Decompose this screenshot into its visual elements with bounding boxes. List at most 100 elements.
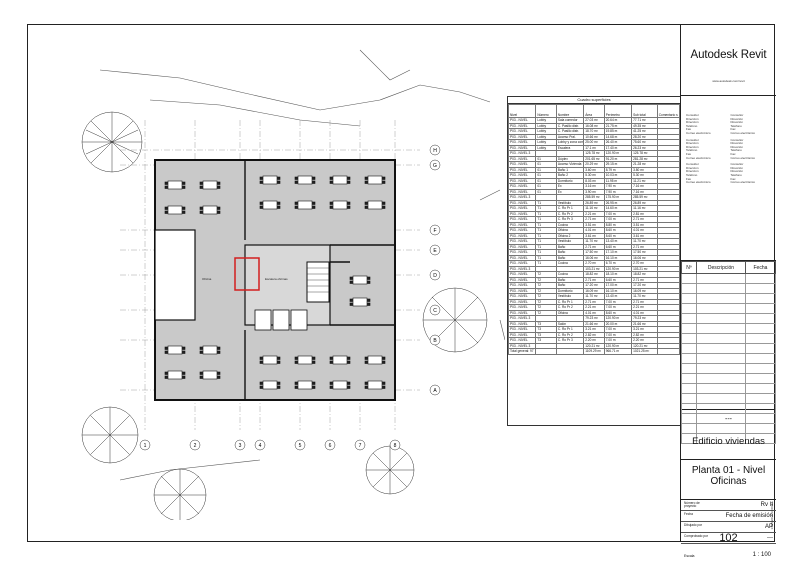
chair	[312, 201, 316, 205]
grid-bubble	[234, 439, 246, 451]
table-cell: 6.70 m	[603, 260, 633, 267]
desk	[297, 355, 313, 365]
grid-bubble-label: 7	[359, 443, 362, 449]
contact-field: Teléfono	[730, 123, 742, 128]
chair	[367, 280, 371, 284]
desk	[202, 345, 218, 355]
chair	[182, 346, 186, 350]
table-cell: 7.00 m	[603, 331, 633, 338]
table-cell: P03 - NIVEL	[508, 337, 537, 344]
table-cell: C. Ro Pr 2	[555, 304, 585, 311]
table-cell: C. Ro Pr 2	[555, 331, 585, 338]
desk	[202, 180, 218, 190]
table-cell: P03 - NIVEL	[508, 117, 537, 124]
brand-logo: Autodesk Revit	[690, 49, 767, 61]
desk	[262, 380, 278, 390]
chair	[364, 381, 368, 385]
schedule-col-3: Área	[583, 104, 605, 118]
scale-label: Escala	[684, 554, 695, 558]
chair	[329, 385, 333, 389]
tree-top-left	[81, 111, 143, 173]
chair	[329, 360, 333, 364]
table-cell	[656, 276, 680, 283]
desk	[297, 380, 313, 390]
table-cell: P03 - NIVEL	[508, 282, 537, 289]
desk	[167, 180, 183, 190]
chair	[164, 206, 168, 210]
chair	[294, 385, 298, 389]
chair	[277, 360, 281, 364]
table-cell: Baño	[555, 282, 585, 289]
revision-row	[680, 303, 777, 314]
chair	[199, 210, 203, 214]
contact-field: Dirección	[730, 165, 744, 170]
rev-col-desc: Descripción	[696, 261, 746, 274]
grid-bubble-label: 4	[259, 443, 262, 449]
desk	[367, 200, 383, 210]
chair	[164, 371, 168, 375]
table-cell: 120.90 m	[603, 342, 633, 349]
chair	[347, 205, 351, 209]
table-cell: C. Ro Pr 1	[555, 326, 585, 333]
desk	[332, 380, 348, 390]
chair	[347, 201, 351, 205]
table-cell: P03 - NIVEL	[508, 326, 537, 333]
meta-row-drawn-by: Dibujado por AP	[681, 522, 776, 533]
contact-field: Consultor	[730, 137, 744, 142]
chair	[259, 205, 263, 209]
revision-row	[680, 323, 777, 334]
elevator-highlight[interactable]	[234, 257, 260, 291]
contact-field: Consultor	[730, 113, 744, 117]
chair	[329, 356, 333, 360]
table-cell	[656, 293, 680, 300]
chair	[382, 180, 386, 184]
table-cell	[656, 117, 680, 124]
table-cell: 16.10 m	[603, 287, 633, 294]
chair	[347, 360, 351, 364]
contact-field: Fax	[730, 127, 736, 132]
table-cell: 6.60 m	[603, 276, 633, 283]
revision-table: Nº Descripción Fecha	[680, 260, 777, 444]
tree-right	[422, 287, 488, 353]
revision-row	[680, 343, 777, 354]
chair	[294, 205, 298, 209]
desk	[352, 297, 368, 307]
chair	[199, 185, 203, 189]
chair	[349, 280, 353, 284]
desk	[262, 175, 278, 185]
chair	[347, 180, 351, 184]
contact-field: Fax	[686, 176, 692, 181]
revision-row	[680, 383, 777, 394]
chair	[182, 181, 186, 185]
desk	[367, 380, 383, 390]
grid-bubble-label: 1	[144, 443, 147, 449]
grid-bubble	[354, 439, 366, 451]
contact-field: Correo electrónico	[730, 180, 756, 185]
contact-field: Consultor	[686, 137, 699, 142]
chair	[259, 180, 263, 184]
table-cell: 16.10 m	[603, 254, 633, 261]
grid-bubble	[429, 144, 441, 156]
chair	[277, 381, 281, 385]
revision-row	[680, 313, 777, 324]
brand-url: www.autodesk.com/revit	[712, 79, 745, 83]
project-section: --- Edificio viviendas	[681, 410, 776, 460]
chair	[329, 201, 333, 205]
desk	[352, 275, 368, 285]
chair	[329, 205, 333, 209]
grid-bubble	[429, 224, 441, 236]
table-cell: Cocina	[555, 271, 585, 278]
chair	[164, 181, 168, 185]
chair	[294, 180, 298, 184]
table-cell: Vestíbulo	[555, 293, 585, 300]
chair	[164, 185, 168, 189]
table-cell	[656, 304, 680, 311]
